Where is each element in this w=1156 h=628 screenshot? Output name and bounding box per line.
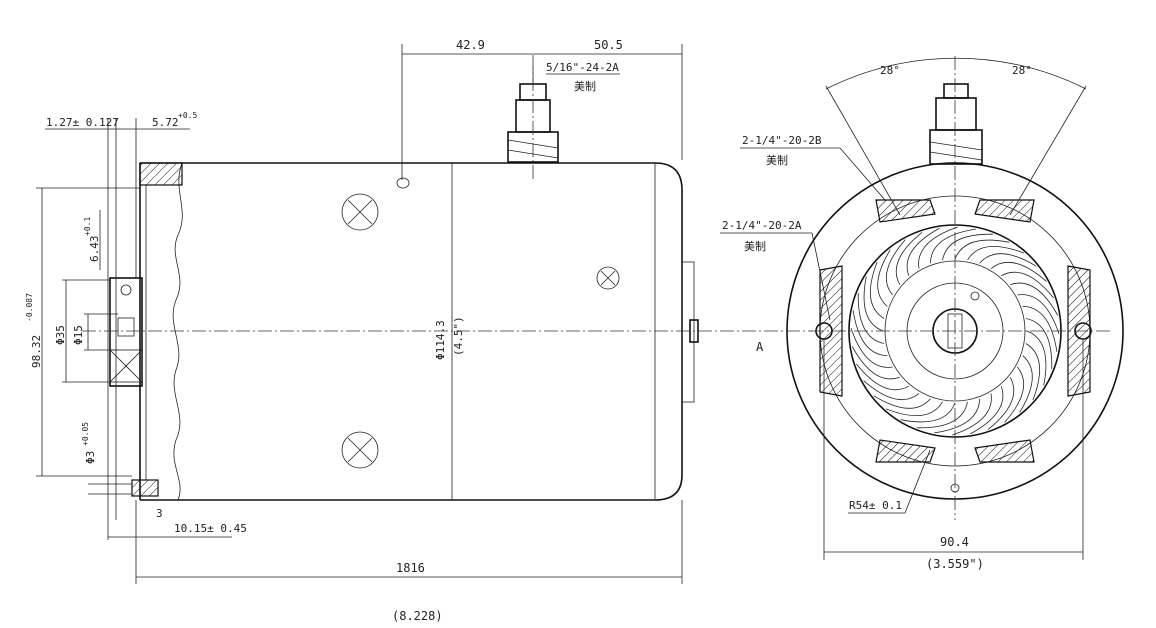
dim-10: 10.15± 0.45 [174,522,247,535]
dim-body-dia: Φ114.3 [434,320,447,360]
side-view: 42.9 50.5 5/16"-24-2A 美制 1.27± 0.127 5.7… [25,38,812,623]
winding-curve [895,232,923,285]
end-cap-hatch-bottom [131,479,159,497]
winding-curve [885,239,906,296]
winding-curve [906,227,940,276]
winding-curve [954,239,1010,260]
winding-curve [918,226,958,269]
small-hole-hub [970,291,980,301]
winding-curve [856,363,909,391]
winding-curve [900,402,956,423]
angle-arc [825,57,1087,90]
winding-curve [885,401,943,417]
rear-boss [681,261,695,403]
dim-body-dia-inch: (4.5") [452,316,465,356]
brush-slot-bottom-left [875,439,936,463]
dim-pin-dia-tol: +0.05 [81,422,90,446]
bearing-hole [120,284,132,296]
bearing-cross-box [109,349,143,383]
vent-hole [396,177,410,189]
thread-a-label: 2-1/4"-20-2A [722,219,802,232]
end-terminal-stud [929,83,983,165]
dim-pilot-dia: Φ35 [54,325,67,345]
winding-curve [869,261,885,319]
winding-curve [1001,271,1054,299]
dim-flange-thickness: 1.27± 0.127 [46,116,119,129]
dim-spline-len-tol: +0.1 [83,217,92,236]
angle-ray-right [1009,85,1087,216]
brush-slot-top-left [875,199,936,223]
winding-curve [952,393,992,436]
dim-length-inch: (8.228) [392,609,443,623]
winding-curve [1022,306,1058,352]
dim-3: 3 [156,507,163,520]
dim-50-5: 50.5 [594,38,623,52]
winding-curve [1025,318,1053,370]
end-cap-hatch-top [139,162,183,186]
winding-curve [990,261,1047,282]
thread-b-note: 美制 [766,154,788,167]
winding-curve [1004,366,1025,423]
terminal-thread-label: 5/16"-24-2A [546,61,619,74]
angle-right-label: 28° [1012,64,1032,77]
winding-curve [1025,343,1041,401]
mount-hole-marker-2 [341,431,379,469]
winding-curve [916,401,968,429]
dim-pin-dia: Φ3 [84,451,97,464]
thread-b-label: 2-1/4"-20-2B [742,134,822,147]
winding-curve [934,398,980,434]
mount-hole-marker-3 [596,266,620,290]
break-line [172,162,183,501]
dim-overall-dia-tol: -0.087 [25,293,34,322]
leader-thread-a-arrow [811,232,831,321]
winding-curve [987,377,1015,430]
winding-curve [1010,282,1059,316]
angle-ray-left [825,85,901,216]
dim-overall-dia: 98.32 [30,335,43,368]
dim-shaft-dia: Φ15 [72,325,85,345]
dim-flange-gap-tol: +0.5 [178,111,197,120]
winding-curve [1026,330,1047,386]
winding-curve [979,253,1037,267]
terminal-note: 美制 [574,80,596,93]
winding-curve [863,380,920,401]
dim-length: 1816 [396,561,425,575]
armature-windings [850,226,1060,436]
leader-radius-arrow [904,449,931,514]
width-inch-label: (3.559") [926,557,984,571]
shaft-stub [117,317,135,337]
bearing-block [109,277,143,387]
winding-curve [970,386,1004,435]
axis-label-a: A [756,340,764,354]
winding-curve [851,346,900,380]
winding-curve [1017,294,1060,334]
dim-flange-gap: 5.72 [152,116,179,129]
winding-curve [967,245,1025,261]
winding-curve [857,292,885,344]
winding-curve [873,395,931,409]
motor-body-outline [140,162,683,501]
winding-curve [852,310,888,356]
brush-slot-bottom-right [974,439,1035,463]
end-view: 28° 28° 2-1/4"-20-2B 美制 2-1/4"-20-2A 美制 … [720,56,1124,571]
winding-curve [877,249,891,307]
angle-left-label: 28° [880,64,900,77]
leader-thread-b-arrow [839,147,886,201]
winding-curve [850,328,893,368]
width-label: 90.4 [940,535,969,549]
winding-curve [942,233,994,261]
mount-hole-marker-1 [341,193,379,231]
winding-curve [1019,355,1033,413]
bearing-cross-2 [109,349,143,383]
winding-curve [863,276,884,332]
dim-42-9: 42.9 [456,38,485,52]
winding-curve [930,228,976,264]
radius-label: R54± 0.1 [849,499,902,512]
dim-spline-len: 6.43 [88,236,101,263]
brush-slot-top-right [974,199,1035,223]
thread-a-note: 美制 [744,240,766,253]
